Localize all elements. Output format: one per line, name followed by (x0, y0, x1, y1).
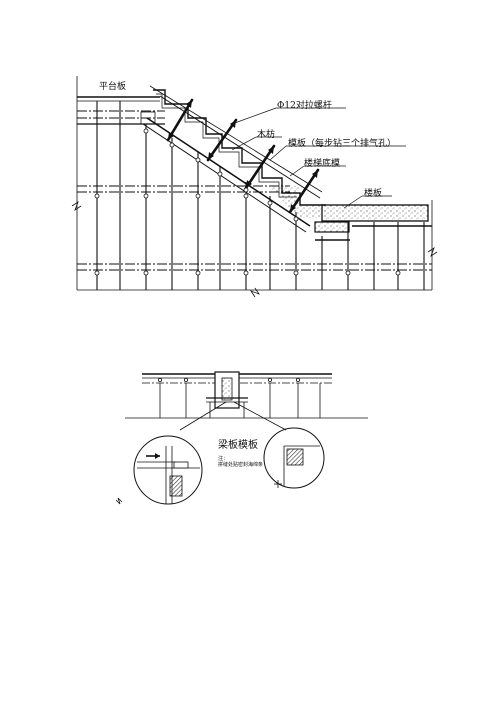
vertical-shores (96, 101, 425, 290)
stair-top-line (159, 95, 321, 199)
formwork-vent-label: 模板（每步钻三个排气孔） (288, 139, 397, 149)
break-mark-bottom (249, 287, 261, 298)
stair-top-form-board (149, 85, 323, 193)
beam-slab-title: 梁板模板 (218, 440, 258, 451)
stair-bottom-form-label: 楼梯底模 (304, 159, 341, 169)
horizontal-ledgers (77, 110, 432, 271)
break-mark-right (427, 246, 438, 258)
tie-bolts (166, 98, 320, 214)
stair-timber-purlin (142, 123, 307, 233)
leader-lines (231, 107, 406, 209)
platform-slab-label: 平台板 (99, 82, 127, 92)
note-label: 注： (218, 456, 229, 462)
stair-bottom-formwork (146, 117, 311, 227)
note-text: 拼缝处贴密封海绵条 (218, 462, 264, 468)
timber-purlin-label: 木枋 (257, 130, 276, 140)
scaffold-couplers (94, 128, 401, 276)
stair-riser-formwork (156, 93, 297, 198)
tie-bolt-arrowheads (168, 100, 318, 212)
tie-bolt-label: Φ12对拉螺杆 (277, 101, 332, 111)
break-mark-left (71, 200, 82, 212)
floor-slab (314, 204, 432, 241)
beam-slab-detail (115, 371, 368, 505)
floor-slab-label: 楼板 (364, 189, 383, 199)
